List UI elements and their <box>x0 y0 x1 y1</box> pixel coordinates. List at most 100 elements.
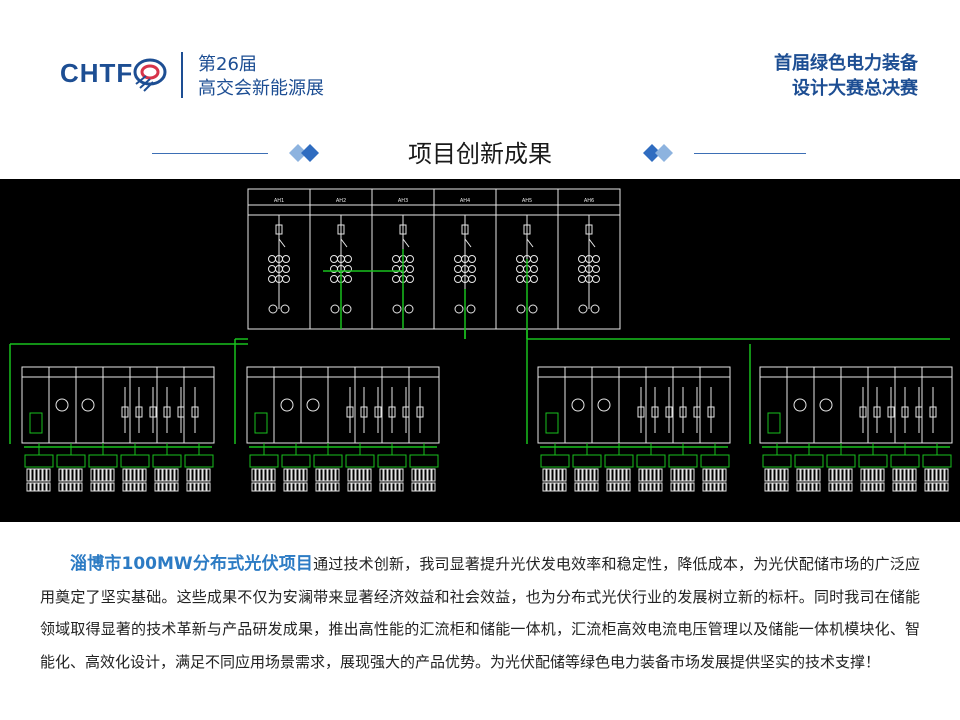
current-transformer-symbol <box>516 255 524 263</box>
pv-string-terminal <box>186 482 191 492</box>
pv-string-terminal <box>908 482 913 492</box>
pv-string-terminal <box>359 468 364 482</box>
section-title: 项目创新成果 <box>408 140 552 168</box>
pv-string-terminal <box>387 482 392 492</box>
pv-string-terminal <box>303 482 308 492</box>
string-box <box>120 454 150 468</box>
breaker-symbol <box>399 224 407 235</box>
pv-string-terminal <box>718 468 723 482</box>
current-transformer-symbol <box>406 265 414 273</box>
pv-string-terminal <box>399 482 404 492</box>
string-box <box>572 454 602 468</box>
current-transformer-symbol <box>268 265 276 273</box>
current-transformer-symbol <box>344 255 352 263</box>
pv-string-terminal <box>804 482 809 492</box>
indicator-symbol <box>330 304 340 314</box>
cabinet-label: AH6 <box>584 198 594 204</box>
pv-string-terminal <box>327 468 332 482</box>
pv-string-terminal <box>574 468 579 482</box>
project-description: 淄博市100MW分布式光伏项目通过技术创新，我司显著提升光伏发电效率和稳定性，降… <box>40 548 920 678</box>
current-transformer-symbol <box>406 275 414 283</box>
pv-string-terminal <box>283 482 288 492</box>
string-box <box>794 454 824 468</box>
pv-string-terminal <box>347 482 352 492</box>
pv-string-terminal <box>936 482 941 492</box>
pv-string-terminal <box>832 482 837 492</box>
string-box <box>922 454 952 468</box>
pv-string-terminal <box>860 482 865 492</box>
pv-string-terminal <box>263 468 268 482</box>
combiner-transformer-symbol <box>793 398 807 412</box>
combiner-module-highlight <box>545 412 559 434</box>
pv-string-terminal <box>928 468 933 482</box>
pv-string-terminal <box>62 468 67 482</box>
current-transformer-symbol <box>468 255 476 263</box>
pv-string-terminal <box>106 468 111 482</box>
combiner-transformer-symbol <box>306 398 320 412</box>
pv-string-terminal <box>98 482 103 492</box>
disconnector-symbol <box>588 238 596 248</box>
pv-string-terminal <box>940 468 945 482</box>
combiner-cabinet-frame <box>246 366 440 444</box>
pv-string-terminal <box>74 468 79 482</box>
pv-string-terminal <box>295 468 300 482</box>
pv-string-terminal <box>674 482 679 492</box>
pv-string-terminal <box>808 482 813 492</box>
cabinet-label: AH5 <box>522 198 532 204</box>
pv-string-terminal <box>844 482 849 492</box>
chtf-logo-text: CHTF <box>60 58 134 88</box>
pv-string-terminal <box>880 482 885 492</box>
pv-string-terminal <box>614 482 619 492</box>
pv-string-terminal <box>26 468 31 482</box>
combiner-module-highlight <box>767 412 781 434</box>
pv-string-terminal <box>154 468 159 482</box>
pv-string-terminal <box>912 482 917 492</box>
cabinet-label: AH2 <box>336 198 346 204</box>
pv-string-terminal <box>840 482 845 492</box>
pv-string-terminal <box>102 482 107 492</box>
current-transformer-symbol <box>268 275 276 283</box>
expo-name: 高交会新能源展 <box>198 78 324 99</box>
pv-string-terminal <box>122 482 127 492</box>
pv-string-terminal <box>816 468 821 482</box>
pv-string-terminal <box>800 468 805 482</box>
pv-string-terminal <box>391 468 396 482</box>
pv-string-terminal <box>646 468 651 482</box>
pv-string-terminal <box>323 468 328 482</box>
pv-string-terminal <box>860 468 865 482</box>
pv-string-terminal <box>550 468 555 482</box>
pv-string-terminal <box>202 468 207 482</box>
pv-string-terminal <box>46 482 51 492</box>
pv-string-terminal <box>590 482 595 492</box>
combiner-transformer-symbol <box>597 398 611 412</box>
pv-string-terminal <box>550 482 555 492</box>
pv-string-terminal <box>578 468 583 482</box>
pv-string-terminal <box>722 468 727 482</box>
title-rule-left <box>152 153 268 154</box>
pv-string-terminal <box>940 482 945 492</box>
pv-string-terminal <box>431 468 436 482</box>
pv-string-terminal <box>772 468 777 482</box>
disconnector-symbol <box>464 238 472 248</box>
pv-string-terminal <box>554 482 559 492</box>
pv-string-terminal <box>772 482 777 492</box>
pv-string-terminal <box>74 482 79 492</box>
pv-string-terminal <box>34 468 39 482</box>
pv-string-terminal <box>714 468 719 482</box>
indicator-symbol <box>528 304 538 314</box>
pv-string-terminal <box>287 468 292 482</box>
current-transformer-symbol <box>330 275 338 283</box>
pv-string-terminal <box>702 468 707 482</box>
pv-string-terminal <box>331 468 336 482</box>
current-transformer-symbol <box>530 275 538 283</box>
pv-string-terminal <box>780 482 785 492</box>
pv-string-terminal <box>347 468 352 482</box>
pv-string-terminal <box>796 482 801 492</box>
pv-string-terminal <box>618 482 623 492</box>
string-box <box>345 454 375 468</box>
title-rule-right <box>694 153 806 154</box>
combiner-cabinet-frame <box>759 366 953 444</box>
pv-string-terminal <box>638 468 643 482</box>
pv-string-terminal <box>70 482 75 492</box>
current-transformer-symbol <box>592 255 600 263</box>
